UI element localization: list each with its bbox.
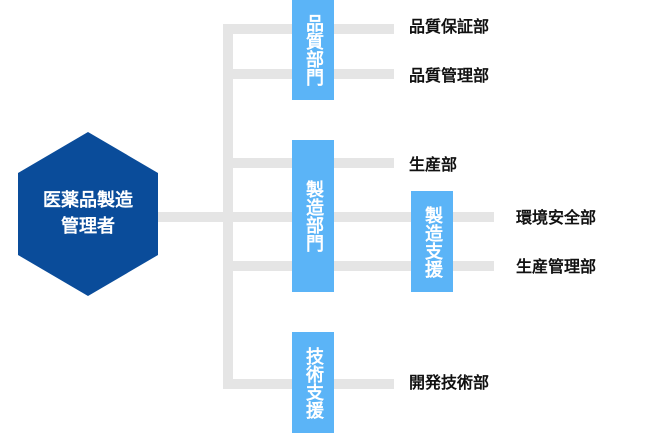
production-management-label: 生産管理部 <box>516 257 597 276</box>
pharmaceutical-manufacturing-manager-label: 医薬品製造 管理者 <box>43 189 133 237</box>
quality-division-box: 品質部門 <box>292 0 334 100</box>
pharmaceutical-manufacturing-manager-node: 医薬品製造 管理者 <box>18 132 158 296</box>
quality-assurance-line <box>334 24 394 34</box>
quality-division-connector-bottom <box>223 69 295 79</box>
manufacturing-support-box: 製造支援 <box>411 191 453 292</box>
quality-assurance-label: 品質保証部 <box>409 17 490 36</box>
manufacturing-division-connector-top <box>223 158 295 168</box>
manufacturing-division-connector-middle <box>223 212 295 222</box>
production-management-line <box>452 261 494 271</box>
manufacturing-division-box: 製造部門 <box>292 140 334 292</box>
manufacturing-division-connector-bottom <box>223 261 295 271</box>
development-technology-label: 開発技術部 <box>409 373 490 392</box>
technical-support-label: 技術支援 <box>303 346 324 419</box>
environment-safety-label: 環境安全部 <box>516 208 597 227</box>
production-line <box>334 158 394 168</box>
technical-support-connector <box>223 379 295 389</box>
quality-control-line <box>334 69 394 79</box>
development-technology-line <box>334 379 394 389</box>
environment-safety-line <box>452 212 494 222</box>
technical-support-box: 技術支援 <box>292 332 334 433</box>
root-connector <box>158 212 228 222</box>
production-label: 生産部 <box>409 155 458 174</box>
manufacturing-to-support-line-top <box>334 212 414 222</box>
manufacturing-division-label: 製造部門 <box>303 180 324 252</box>
manufacturing-to-support-line-bottom <box>334 261 414 271</box>
main-vertical-connector <box>223 24 233 388</box>
quality-control-label: 品質管理部 <box>409 66 490 85</box>
hexagon-shape <box>18 132 158 296</box>
quality-division-label: 品質部門 <box>303 14 324 86</box>
manufacturing-support-label: 製造支援 <box>422 205 443 278</box>
quality-division-connector-top <box>223 24 295 34</box>
